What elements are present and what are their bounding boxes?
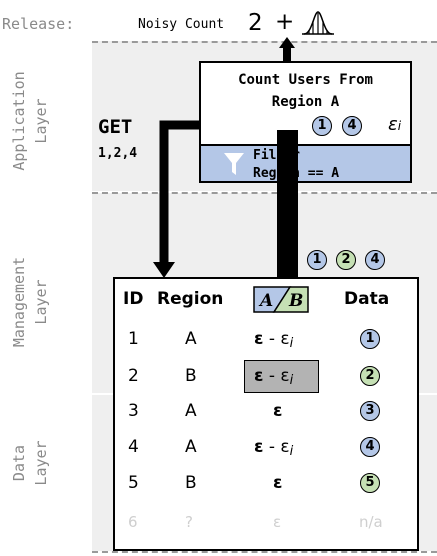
get-ids: 1,2,4 bbox=[98, 146, 138, 161]
row-epsilon: ε bbox=[273, 401, 283, 421]
row-region: A bbox=[185, 401, 197, 421]
get-label: GET bbox=[98, 116, 133, 138]
selected-badge: 1 bbox=[312, 116, 332, 136]
data-table: ID Region A B Data 1 A ε - εi 1 2 B ε - … bbox=[113, 277, 419, 551]
count-query-box: Count Users From Region A Filter Region … bbox=[199, 61, 412, 183]
selected-badge: 4 bbox=[342, 116, 362, 136]
row-epsilon: ε - εi bbox=[254, 366, 294, 388]
release-arrow-shaft bbox=[283, 46, 291, 63]
released-badge: 4 bbox=[365, 250, 385, 270]
row-id: 6 bbox=[128, 513, 138, 531]
row-epsilon: ε bbox=[273, 473, 283, 493]
row-data-badge: 1 bbox=[360, 329, 380, 349]
row-data-badge: 5 bbox=[360, 473, 380, 493]
tag-a-label: A bbox=[258, 291, 273, 311]
row-region: A bbox=[185, 329, 197, 349]
row-epsilon: ε - εi bbox=[254, 437, 294, 459]
row-region: B bbox=[185, 473, 197, 493]
row-data: n/a bbox=[359, 513, 383, 531]
row-data-badge: 4 bbox=[360, 437, 380, 457]
released-badge: 2 bbox=[336, 250, 356, 270]
tag-b-label: B bbox=[288, 291, 303, 311]
get-arrow-head bbox=[153, 262, 175, 278]
layer-divider bbox=[92, 551, 437, 553]
noisy-count-value: 2 bbox=[248, 10, 263, 36]
row-region: ? bbox=[185, 513, 193, 531]
row-epsilon: ε bbox=[273, 513, 282, 531]
header-region: Region bbox=[157, 289, 224, 309]
release-arrow-head bbox=[279, 37, 295, 48]
filter-band: Filter Region == A bbox=[201, 144, 410, 181]
layer-divider bbox=[92, 192, 437, 194]
header-id: ID bbox=[123, 289, 144, 309]
row-id: 4 bbox=[128, 437, 139, 457]
data-arrow-inner-shaft bbox=[277, 130, 298, 183]
get-arrow-line bbox=[159, 120, 200, 268]
region-tag-header: A B bbox=[253, 286, 309, 313]
released-badge: 1 bbox=[307, 250, 327, 270]
query-title: Count Users From Region A bbox=[238, 72, 373, 110]
row-epsilon: ε - εi bbox=[254, 329, 294, 351]
noise-distribution-icon bbox=[302, 11, 334, 35]
row-region: B bbox=[185, 366, 197, 386]
row-id: 3 bbox=[128, 401, 139, 421]
noisy-count-label: Noisy Count bbox=[138, 17, 225, 32]
row-id: 1 bbox=[128, 329, 139, 349]
highlight-cell bbox=[244, 360, 319, 393]
layer-divider bbox=[92, 41, 437, 43]
header-data: Data bbox=[344, 289, 390, 309]
row-data-badge: 2 bbox=[360, 366, 380, 386]
epsilon-i-label: εi bbox=[388, 114, 402, 135]
filter-icon bbox=[224, 153, 244, 175]
plus-sign: + bbox=[275, 9, 295, 35]
release-label: Release: bbox=[2, 15, 75, 33]
row-data-badge: 3 bbox=[360, 401, 380, 421]
row-id: 5 bbox=[128, 473, 139, 493]
row-region: A bbox=[185, 437, 197, 457]
row-id: 2 bbox=[128, 366, 139, 386]
